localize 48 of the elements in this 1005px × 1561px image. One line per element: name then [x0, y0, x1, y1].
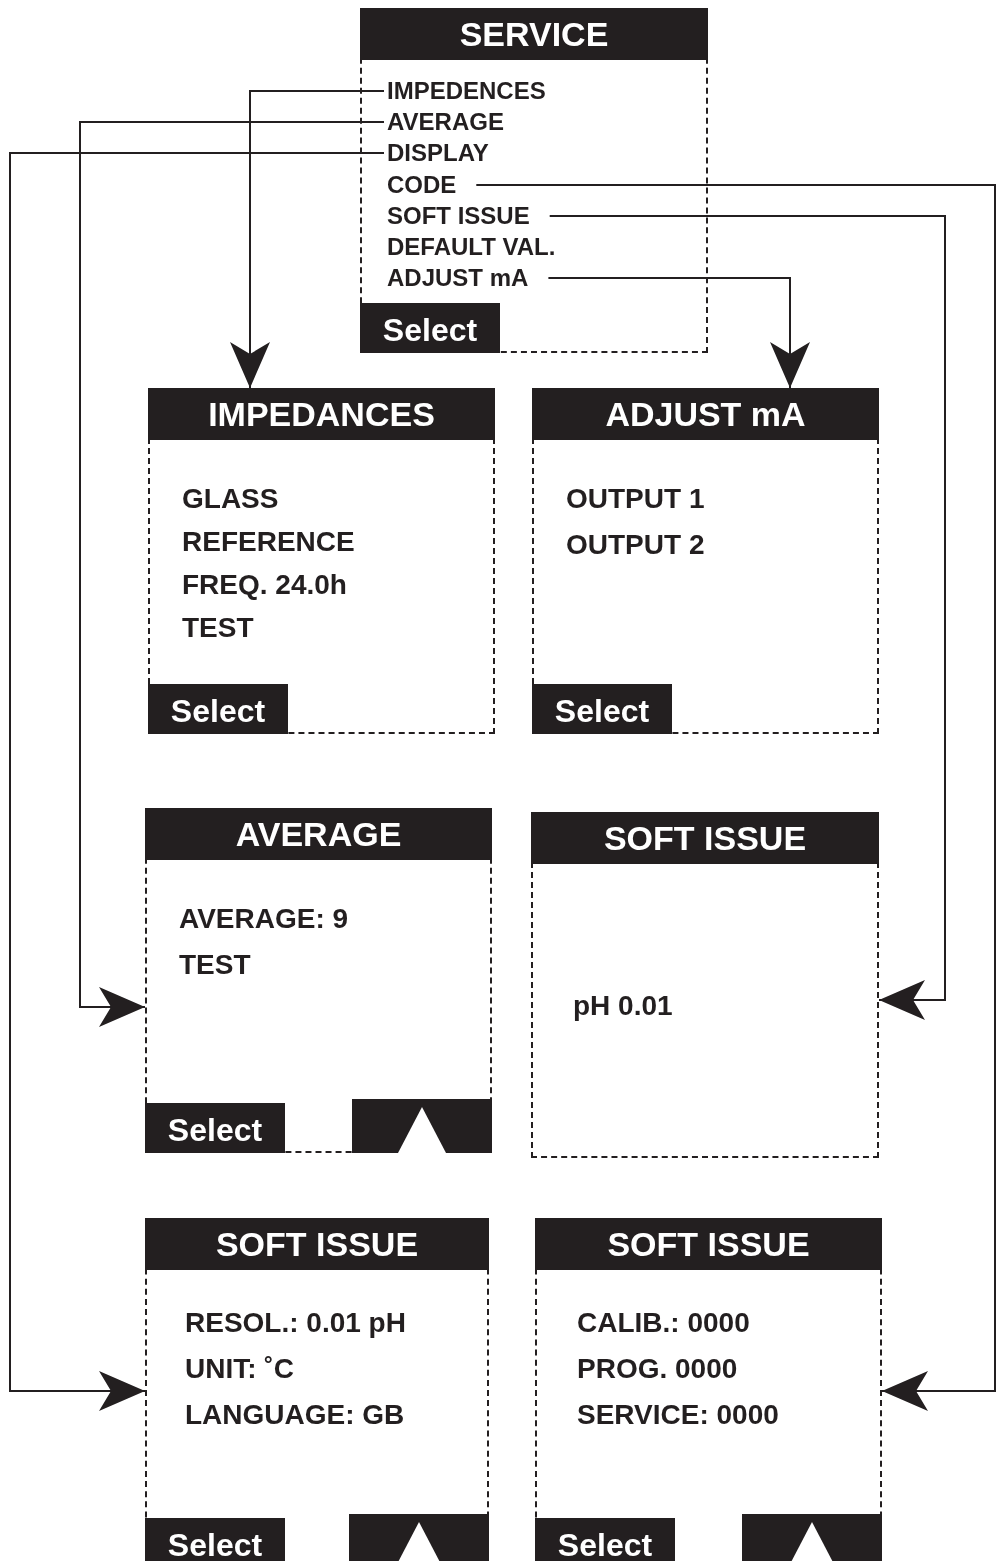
screen-panel [535, 1218, 882, 1561]
screen-panel [145, 808, 492, 1153]
select-button: Select [145, 1103, 285, 1153]
arrow [79, 121, 385, 1027]
setting-line: OUTPUT 2 [566, 528, 705, 562]
screen-title: SERVICE [360, 8, 708, 60]
screen-title: IMPEDANCES [148, 388, 495, 440]
menu-item: AVERAGE [387, 108, 504, 136]
setting-line: OUTPUT 1 [566, 482, 705, 516]
setting-line: SERVICE: 0000 [577, 1398, 779, 1432]
select-button: Select [148, 684, 288, 734]
setting-line: CALIB.: 0000 [577, 1306, 750, 1340]
menu-item: ADJUST mA [387, 264, 529, 292]
screen-panel [145, 1218, 489, 1561]
menu-item: IMPEDENCES [387, 77, 546, 105]
arrow [9, 152, 385, 1411]
setting-line: REFERENCE [182, 525, 355, 559]
screen-panel [360, 8, 708, 353]
screen-panel [531, 812, 879, 1158]
screen-title: SOFT ISSUE [531, 812, 879, 864]
arrow [548, 215, 946, 1020]
select-button: Select [535, 1518, 675, 1561]
setting-line: AVERAGE: 9 [179, 902, 349, 936]
screen-panel [532, 388, 879, 734]
screen-panel [148, 388, 495, 734]
screen-title: AVERAGE [145, 808, 492, 860]
select-button: Select [145, 1518, 285, 1561]
menu-item: CODE [387, 171, 457, 199]
setting-line: PROG. 0000 [577, 1352, 738, 1386]
select-button: Select [360, 303, 500, 353]
menu-item: DEFAULT VAL. [387, 233, 556, 261]
screen-title: ADJUST mA [532, 388, 879, 440]
arrow [547, 277, 810, 389]
setting-line: TEST [179, 948, 251, 982]
setting-line: LANGUAGE: GB [185, 1398, 405, 1432]
select-button: Select [532, 684, 672, 734]
setting-line: TEST [182, 611, 254, 645]
arrow [230, 90, 385, 389]
screen-title: SOFT ISSUE [145, 1218, 489, 1270]
setting-line: RESOL.: 0.01 pH [185, 1306, 406, 1340]
setting-line: UNIT: ˚C [185, 1352, 294, 1386]
menu-item: DISPLAY [387, 139, 489, 167]
setting-line: FREQ. 24.0h [182, 568, 347, 602]
arrow [475, 184, 996, 1411]
menu-item: SOFT ISSUE [387, 202, 530, 230]
screen-title: SOFT ISSUE [535, 1218, 882, 1270]
setting-line: pH 0.01 [573, 989, 673, 1023]
setting-line: GLASS [182, 482, 279, 516]
